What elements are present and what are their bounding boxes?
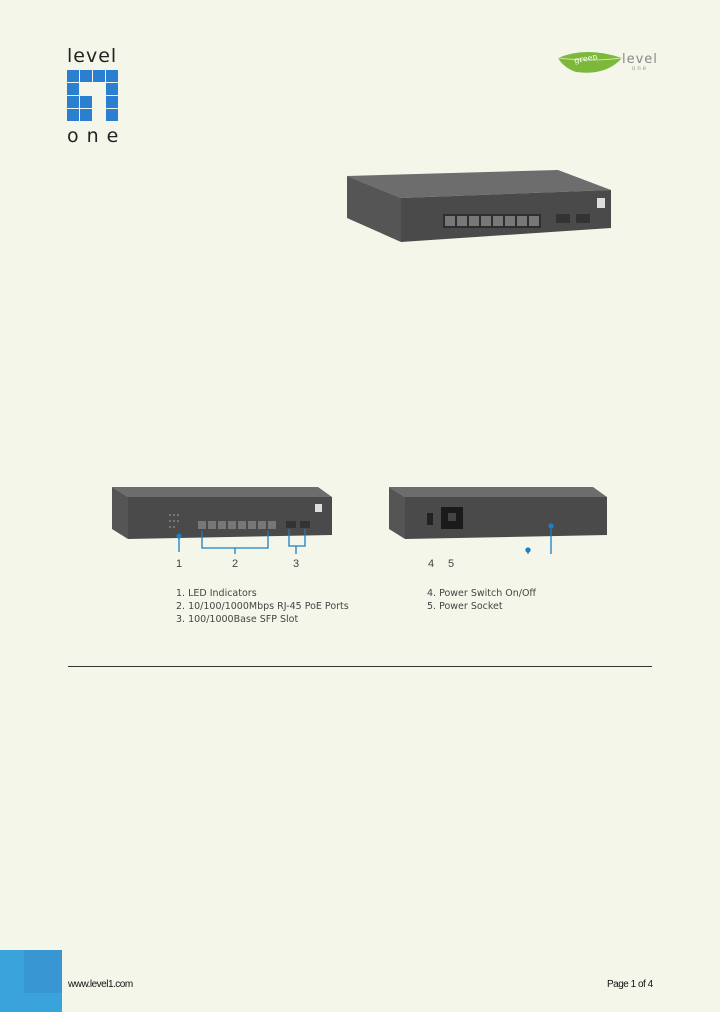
- green-logo-sub: one: [632, 66, 649, 72]
- callout-lines: [176, 523, 554, 554]
- legend-item: 4. Power Switch On/Off: [427, 588, 536, 599]
- footer-accent-block: [0, 950, 62, 1012]
- callout-5: 5: [448, 558, 455, 570]
- legend-item: 3. 100/1000Base SFP Slot: [176, 614, 299, 625]
- rear-view-image: [389, 487, 607, 539]
- front-legend: 1. LED Indicators 2. 10/100/1000Mbps RJ-…: [176, 587, 349, 626]
- rear-legend: 4. Power Switch On/Off 5. Power Socket: [427, 587, 536, 613]
- page-number: Page 1 of 4: [607, 979, 653, 990]
- legend-item: 1. LED Indicators: [176, 588, 257, 599]
- legend-item: 2. 10/100/1000Mbps RJ-45 PoE Ports: [176, 601, 349, 612]
- green-level-logo: green level one: [556, 50, 658, 76]
- logo-grid: [67, 70, 121, 121]
- green-logo-word: level: [622, 52, 658, 67]
- footer-url[interactable]: www.level1.com: [68, 979, 133, 990]
- divider-line: [68, 666, 652, 667]
- logo-text-one: one: [67, 125, 127, 147]
- levelone-logo: level one: [67, 47, 121, 146]
- callout-4: 4: [428, 558, 435, 570]
- product-image-switch: [347, 170, 611, 242]
- front-view-image: [112, 487, 332, 539]
- callout-2: 2: [232, 558, 239, 570]
- callout-1: 1: [176, 558, 183, 570]
- leaf-icon: [557, 52, 623, 73]
- logo-text-level: level: [67, 45, 118, 67]
- callout-3: 3: [293, 558, 300, 570]
- legend-item: 5. Power Socket: [427, 601, 503, 612]
